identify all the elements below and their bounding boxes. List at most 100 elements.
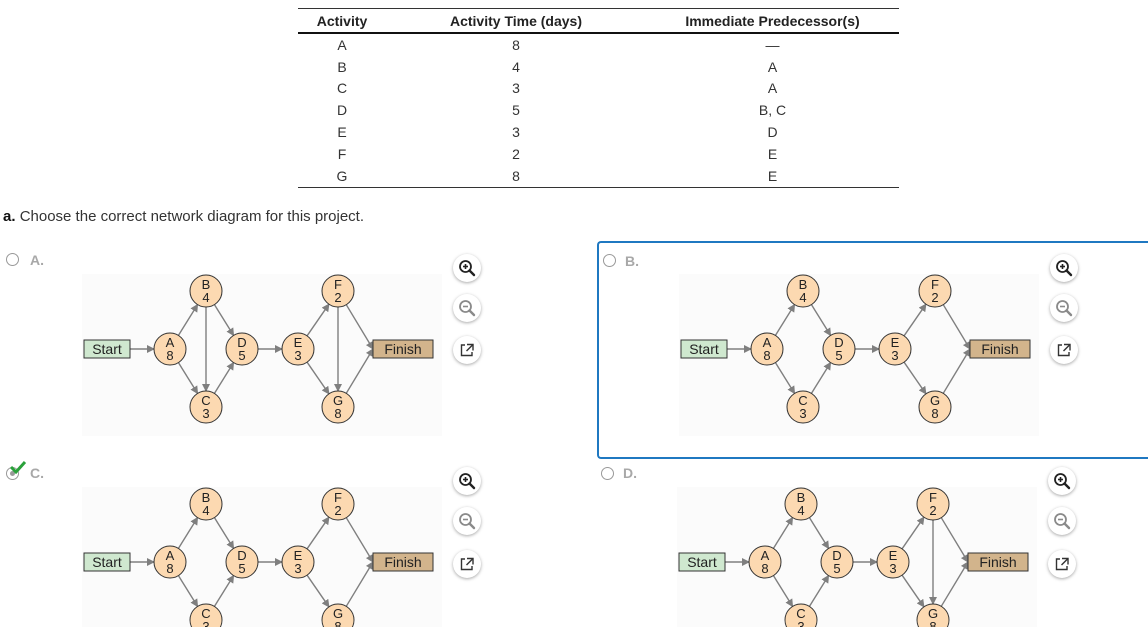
arrow-E-G (306, 361, 330, 395)
zoom-in-icon (1056, 260, 1073, 277)
activity-node-time: 2 (931, 290, 938, 305)
arrow-E-G (901, 574, 925, 608)
activity-node-letter: G (333, 606, 343, 621)
correct-checkmark-icon (9, 460, 27, 474)
activity-node-letter: G (930, 393, 940, 408)
cell-predecessors: D (767, 124, 778, 141)
activity-node-g: G8 (918, 390, 952, 424)
activity-node-time: 5 (238, 561, 245, 576)
cell-time: 2 (512, 145, 520, 162)
activity-node-letter: D (237, 335, 246, 350)
activity-node-letter: B (797, 490, 806, 505)
start-label: Start (687, 554, 717, 570)
arrow-F-T (345, 517, 374, 563)
arrow-A-B (177, 516, 199, 549)
zoom-in-button[interactable] (453, 254, 481, 282)
arrow-G-T (940, 561, 969, 607)
activity-node-f: F2 (321, 487, 355, 521)
start-node (83, 339, 131, 359)
zoom-out-button[interactable] (1050, 294, 1078, 322)
activity-node-time: 8 (334, 406, 341, 421)
activity-node-time: 3 (797, 619, 804, 627)
activity-node-time: 8 (763, 348, 770, 363)
activity-node-letter: A (761, 548, 770, 563)
activity-node-letter: D (237, 548, 246, 563)
activity-node-a: A8 (153, 332, 187, 366)
activity-node-c: C3 (784, 603, 818, 627)
activity-node-time: 5 (833, 561, 840, 576)
zoom-in-button[interactable] (1048, 467, 1076, 495)
activity-node-time: 8 (929, 619, 936, 627)
option-b-radio[interactable] (603, 254, 616, 267)
activity-node-b: B4 (786, 274, 820, 308)
activity-node-letter: C (798, 393, 807, 408)
zoom-out-icon (459, 513, 476, 530)
arrow-F-T (345, 304, 374, 350)
activity-node-time: 8 (931, 406, 938, 421)
option-a-radio[interactable] (6, 253, 19, 266)
start-node (680, 339, 728, 359)
finish-label: Finish (979, 554, 1016, 570)
open-in-new-window-icon (1057, 343, 1071, 357)
arrow-A-B (774, 303, 796, 336)
start-label: Start (689, 341, 719, 357)
activity-node-letter: C (796, 606, 805, 621)
arrow-A-C (774, 362, 796, 395)
activity-node-e: E3 (281, 545, 315, 579)
zoom-out-button[interactable] (453, 294, 481, 322)
finish-node (372, 552, 434, 572)
arrow-E-G (306, 574, 330, 608)
activity-node-letter: C (201, 393, 210, 408)
activity-node-time: 3 (891, 348, 898, 363)
activity-node-f: F2 (916, 487, 950, 521)
activity-node-e: E3 (876, 545, 910, 579)
cell-activity: C (336, 80, 348, 97)
activity-node-letter: E (889, 548, 898, 563)
open-in-new-window-button[interactable] (453, 550, 481, 578)
option-d-radio[interactable] (601, 467, 614, 480)
arrow-B-D (213, 304, 235, 337)
activity-node-time: 4 (799, 290, 806, 305)
finish-label: Finish (384, 554, 421, 570)
activity-node-letter: D (832, 548, 841, 563)
arrow-B-D (810, 304, 832, 337)
zoom-in-button[interactable] (453, 467, 481, 495)
arrow-A-B (772, 516, 794, 549)
arrow-E-G (903, 361, 927, 395)
cell-predecessors: E (767, 145, 778, 162)
activity-node-g: G8 (321, 390, 355, 424)
zoom-out-button[interactable] (1048, 507, 1076, 535)
arrow-A-C (177, 362, 199, 395)
header-immediate-predecessors: Immediate Predecessor(s) (646, 8, 899, 34)
activity-node-b: B4 (784, 487, 818, 521)
open-in-new-window-icon (460, 343, 474, 357)
cell-time: 3 (512, 80, 520, 97)
option-d-label: D. (623, 465, 637, 481)
open-in-new-window-button[interactable] (1050, 336, 1078, 364)
activity-node-time: 3 (294, 561, 301, 576)
activity-node-letter: F (929, 490, 937, 505)
open-in-new-window-icon (1055, 557, 1069, 571)
open-in-new-window-button[interactable] (453, 336, 481, 364)
cell-activity: B (337, 58, 347, 75)
arrow-C-D (213, 574, 235, 607)
cell-predecessors: E (646, 164, 899, 188)
activity-node-time: 5 (238, 348, 245, 363)
zoom-out-button[interactable] (453, 507, 481, 535)
activity-node-time: 8 (761, 561, 768, 576)
zoom-in-button[interactable] (1050, 254, 1078, 282)
activity-node-time: 3 (202, 619, 209, 627)
open-in-new-window-button[interactable] (1048, 550, 1076, 578)
table-header-row: Activity Activity Time (days) Immediate … (298, 8, 899, 34)
arrow-E-F (903, 303, 927, 337)
